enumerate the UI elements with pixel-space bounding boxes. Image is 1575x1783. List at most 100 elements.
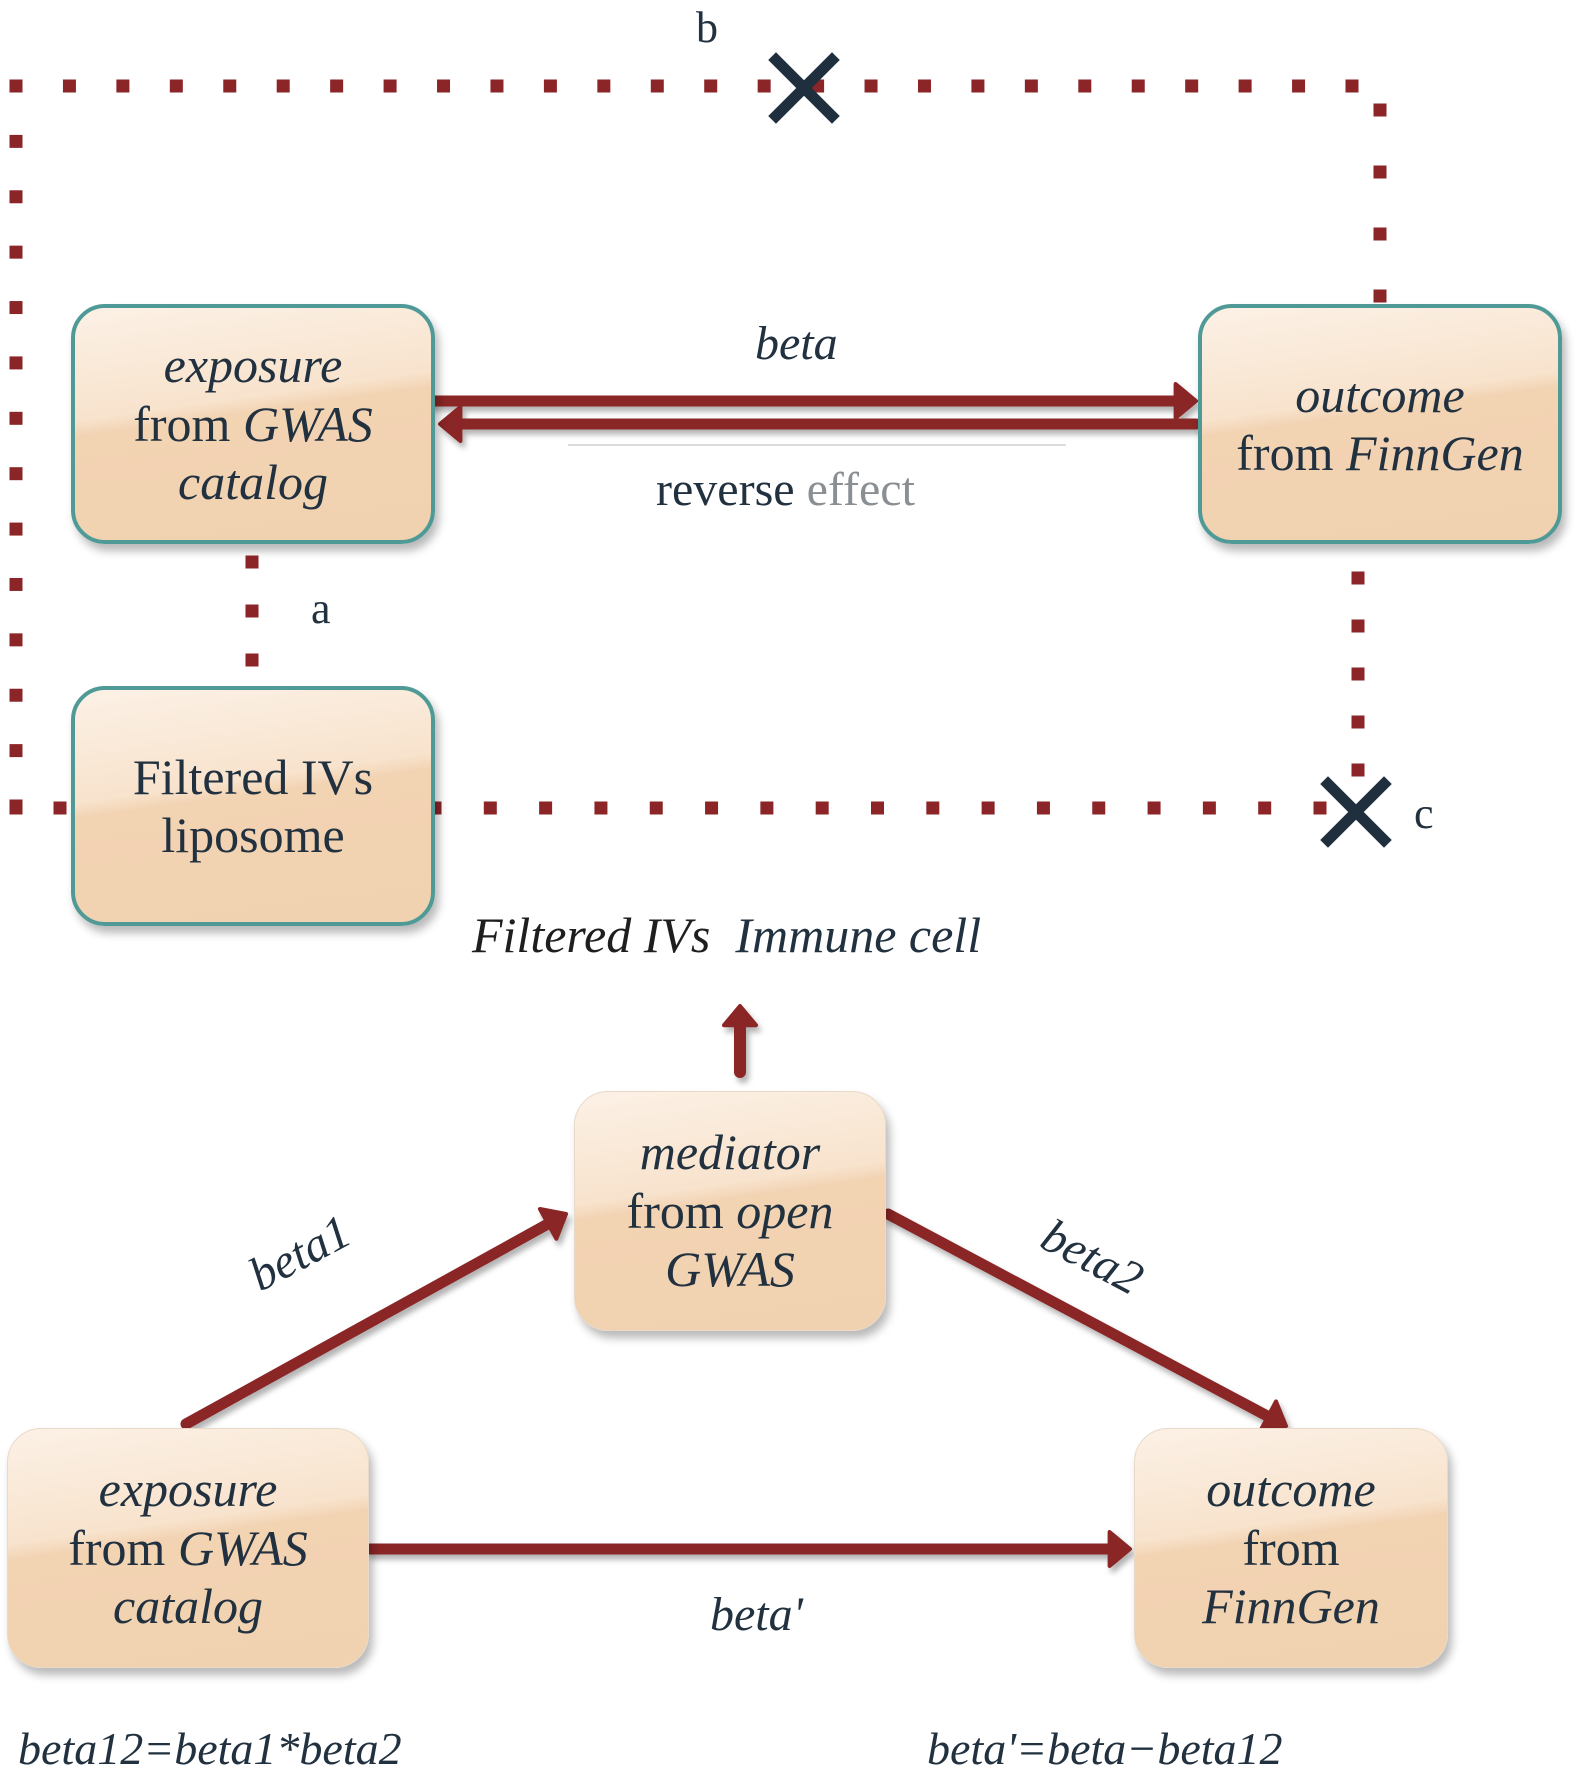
outcome-box-bottom: outcome from FinnGen [1134, 1428, 1448, 1668]
path-c-dot [1351, 571, 1365, 585]
path-c-dot [539, 801, 553, 815]
path-b-dot [1373, 103, 1387, 117]
path-b-dot [1185, 79, 1199, 93]
path-c-dot [871, 801, 884, 815]
path-b-dot [169, 79, 183, 93]
mediator-from: from [626, 1182, 737, 1239]
path-b-dot [490, 79, 504, 93]
cross-icon [1320, 776, 1392, 848]
liposome-box-line1: Filtered IVs [132, 748, 374, 805]
path-c-dot [1351, 619, 1365, 633]
outcome-box-bottom-line2: from [1242, 1519, 1340, 1576]
path-b-dot [650, 79, 664, 93]
path-b-dot [330, 79, 344, 93]
path-c-dot [1351, 667, 1365, 681]
exposure-box-bottom-line1: exposure [98, 1461, 278, 1518]
path-b-dot [917, 79, 931, 93]
outcome-box-bottom-line3: FinnGen [1202, 1578, 1380, 1635]
path-b-dot [1373, 227, 1387, 241]
path-b-dot [9, 190, 23, 204]
path-b-dot [9, 633, 23, 647]
path-a-dot [245, 653, 259, 667]
path-c-dot [9, 801, 23, 815]
immune-cell-part: Immune cell [735, 907, 982, 963]
beta-arrow [424, 382, 1198, 420]
path-c-dot [1036, 801, 1050, 815]
reverse-effect-underline [568, 444, 1066, 446]
path-c-dot [705, 801, 719, 815]
path-b-dot [1024, 79, 1038, 93]
liposome-box: Filtered IVs liposome [71, 686, 435, 926]
path-b-dot [9, 522, 23, 536]
reverse-effect-arrow-head [438, 405, 463, 443]
path-a-dot [245, 604, 259, 618]
path-b-dot [597, 79, 611, 93]
path-c-dot [1351, 763, 1365, 777]
cross-icon [768, 52, 840, 124]
beta2-arrow-shaft [882, 1208, 1274, 1422]
mediator-open: open [736, 1182, 834, 1239]
arrows [180, 382, 1288, 1568]
path-b-dot [223, 79, 237, 93]
outcome-box-bottom-line1: outcome [1206, 1461, 1376, 1518]
path-c-dot [53, 801, 67, 815]
exposure-box-top-line2: from GWAS [133, 395, 373, 454]
path-b-dot [1292, 79, 1306, 93]
mediator-box-line1: mediator [639, 1124, 821, 1181]
beta-prime-arrow-head [1107, 1530, 1132, 1568]
path-b-dot [704, 79, 718, 93]
path-c-dot [1202, 801, 1216, 815]
formula-left: beta12=beta1*beta2 [18, 1723, 402, 1774]
path-b-dot [1131, 79, 1145, 93]
path-b-dot [383, 79, 397, 93]
beta-prime-label: beta' [710, 1588, 803, 1641]
exposure-box-bottom-line2: from GWAS [68, 1519, 308, 1578]
outcome-top-from: from [1236, 425, 1346, 481]
outcome-box-top-line2: from FinnGen [1236, 424, 1523, 483]
path-b-dot [9, 467, 23, 481]
path-c-dot [1092, 801, 1106, 815]
reverse-effect-arrow [438, 405, 1202, 443]
path-c-dot [981, 801, 995, 815]
filtered-ivs-part: Filtered IVs [472, 907, 711, 963]
path-b-dot [9, 245, 23, 259]
mediator-box: mediator from open GWAS [574, 1091, 886, 1331]
path-b-dot [276, 79, 290, 93]
filtered-ivs-immune-cell-label: Filtered IVs Immune cell [472, 906, 981, 964]
path-b-dot [1078, 79, 1092, 93]
exposure-top-gwas: GWAS [242, 395, 373, 452]
beta1-arrow-shaft [180, 1218, 554, 1430]
path-c-dot [1313, 801, 1327, 815]
mediator-to-immune-arrow-head [722, 1004, 758, 1028]
path-b-dot [1373, 289, 1387, 303]
path-b-dot [1373, 165, 1387, 179]
mediator-box-line3: GWAS [665, 1241, 795, 1298]
exposure-box-top-line3: catalog [178, 454, 328, 511]
assumption-c-label: c [1414, 789, 1434, 838]
formula-right: beta'=beta−beta12 [927, 1723, 1283, 1774]
effect-word: effect [806, 463, 915, 516]
path-c-dot [1351, 715, 1365, 729]
mediator-box-line2: from open [627, 1182, 834, 1241]
exposure-bottom-from: from [68, 1519, 178, 1576]
exposure-box-bottom: exposure from GWAS catalog [7, 1428, 369, 1668]
outcome-top-finngen: FinnGen [1345, 425, 1524, 481]
exposure-box-bottom-line3: catalog [113, 1578, 263, 1635]
exposure-top-from: from [133, 395, 243, 452]
path-b-dot [1345, 79, 1359, 93]
path-b-dot [437, 79, 451, 93]
beta1-arrow-head [537, 1206, 568, 1241]
path-b-dot [9, 356, 23, 370]
outcome-box-top-line1: outcome [1295, 366, 1465, 423]
path-b-dot [757, 79, 771, 93]
outcome-box-top: outcome from FinnGen [1198, 304, 1562, 544]
path-c-dot [594, 801, 608, 815]
path-b-dot [62, 79, 76, 93]
path-a-dot [245, 555, 259, 569]
path-b-dot [116, 79, 130, 93]
path-b-dot [971, 79, 985, 93]
path-b-dot [9, 134, 23, 148]
exposure-box-top-line1: exposure [163, 337, 343, 394]
path-c-dot [649, 801, 663, 815]
